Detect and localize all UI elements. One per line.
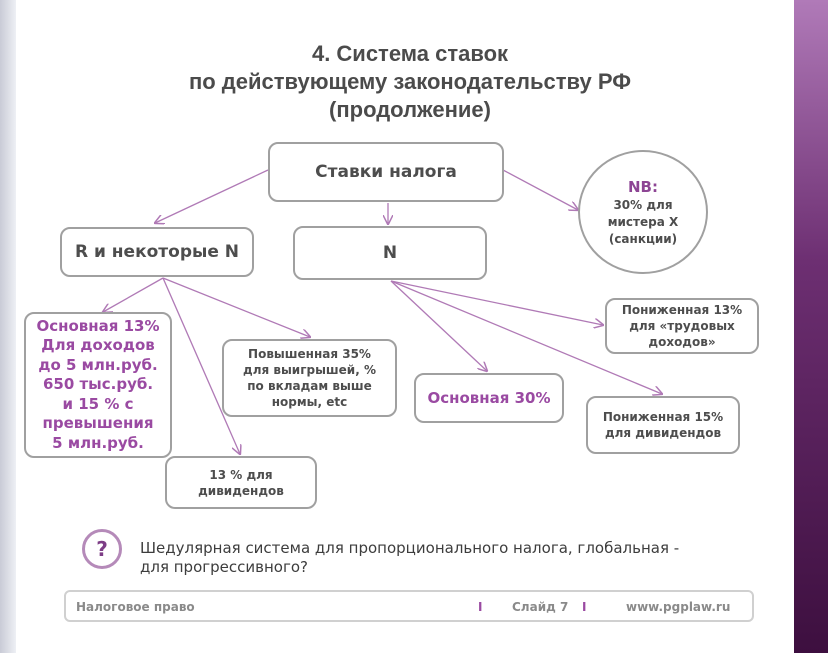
arrow-rn-to-div13 bbox=[162, 277, 240, 454]
nb-line-3: (санкции) bbox=[608, 231, 678, 246]
node-n-label: N bbox=[382, 243, 398, 263]
div13-line: дивидендов bbox=[198, 483, 284, 498]
nb-line-1: 30% для bbox=[613, 197, 673, 212]
raised35-line: для выигрышей, % bbox=[243, 363, 376, 377]
question-mark-glyph: ? bbox=[96, 537, 108, 561]
node-r-and-some-n: R и некоторые N bbox=[60, 227, 254, 277]
slide-title: 4. Система ставок по действующему законо… bbox=[150, 40, 670, 124]
node-reduced-13: Пониженная 13% для «трудовых доходов» bbox=[605, 298, 759, 354]
node-tax-rates: Ставки налога bbox=[268, 142, 504, 202]
title-line-2: по действующему законодательству РФ bbox=[188, 69, 632, 94]
main13-line: до 5 млн.руб. bbox=[38, 355, 158, 374]
footer-separator: I bbox=[582, 600, 587, 614]
main13-line: и 15 % с bbox=[62, 394, 134, 413]
raised35-line: Повышенная 35% bbox=[248, 347, 371, 361]
arrow-rn-to-raised35 bbox=[162, 277, 310, 337]
question-line-2: для прогрессивного? bbox=[140, 558, 308, 576]
arrow-root-to-nb bbox=[502, 169, 578, 210]
node-nb-circle: NB: 30% для мистера X (санкции) bbox=[578, 150, 708, 274]
reduced13-line: для «трудовых bbox=[629, 319, 735, 333]
footer-course-title: Налоговое право bbox=[76, 600, 195, 614]
footer-website-link[interactable]: www.pgplaw.ru bbox=[626, 600, 731, 614]
div13-line: 13 % для bbox=[209, 467, 273, 482]
raised35-line: по вкладам выше bbox=[247, 379, 372, 393]
question-line-1: Шедулярная система для пропорционального… bbox=[140, 539, 680, 557]
node-raised-35: Повышенная 35% для выигрышей, % по вклад… bbox=[222, 339, 397, 417]
slide-footer: Налоговое право I Слайд 7 I www.pgplaw.r… bbox=[64, 590, 754, 622]
node-r-and-some-n-label: R и некоторые N bbox=[74, 242, 240, 262]
main30-label: Основная 30% bbox=[427, 389, 551, 407]
main13-line: Для доходов bbox=[41, 336, 155, 355]
node-dividends-13: 13 % для дивидендов bbox=[165, 456, 317, 509]
right-edge-band bbox=[794, 0, 828, 653]
arrow-n-to-reduced13 bbox=[390, 280, 603, 325]
title-line-3: (продолжение) bbox=[329, 97, 491, 122]
main13-line: 5 млн.руб. bbox=[52, 433, 144, 452]
node-tax-rates-label: Ставки налога bbox=[315, 162, 457, 182]
node-main-30: Основная 30% bbox=[414, 373, 564, 423]
main13-line: Основная 13% bbox=[36, 316, 160, 335]
nb-heading: NB: bbox=[628, 177, 658, 196]
reduced13-line: Пониженная 13% bbox=[621, 303, 743, 317]
arrow-rn-to-main13 bbox=[103, 277, 164, 312]
left-edge bbox=[0, 0, 16, 653]
main13-line: 650 тыс.руб. bbox=[42, 375, 154, 394]
arrow-n-to-reduced15 bbox=[390, 280, 662, 394]
reduced13-line: доходов» bbox=[648, 335, 716, 349]
reduced15-line: для дивидендов bbox=[604, 426, 722, 440]
arrow-n-to-main30 bbox=[390, 280, 487, 371]
question-mark-icon: ? bbox=[82, 529, 122, 569]
raised35-line: нормы, etc bbox=[271, 395, 348, 409]
footer-separator: I bbox=[478, 600, 483, 614]
nb-line-2: мистера X bbox=[607, 214, 679, 229]
node-reduced-15: Пониженная 15% для дивидендов bbox=[586, 396, 740, 454]
node-n: N bbox=[293, 226, 487, 280]
reduced15-line: Пониженная 15% bbox=[602, 410, 724, 424]
arrow-root-to-rn bbox=[155, 169, 269, 223]
title-line-1: 4. Система ставок bbox=[311, 41, 509, 66]
question-text: Шедулярная система для пропорционального… bbox=[140, 539, 740, 577]
footer-slide-number: Слайд 7 bbox=[512, 600, 569, 614]
main13-line: превышения bbox=[42, 414, 154, 433]
node-main-13: Основная 13% Для доходов до 5 млн.руб. 6… bbox=[24, 312, 172, 458]
